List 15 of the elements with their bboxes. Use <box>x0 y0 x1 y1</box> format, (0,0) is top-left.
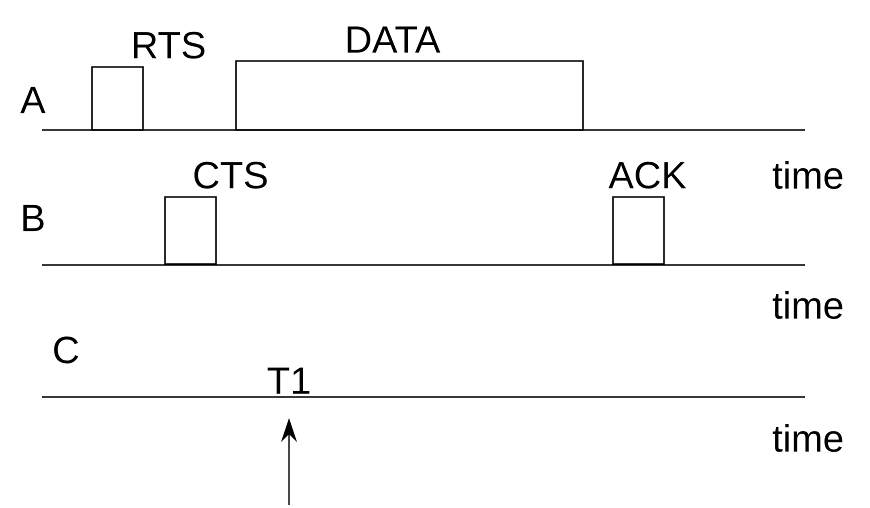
node-label: CTS <box>194 162 267 189</box>
pulse-box: DATA <box>235 26 584 131</box>
axis-label: A <box>20 86 46 114</box>
axis-label: C <box>54 336 78 364</box>
axis-label: time <box>772 424 842 452</box>
axis-label: B <box>23 204 44 232</box>
pulse-box: RTS <box>91 32 204 131</box>
axis-label: time <box>772 291 842 319</box>
axis-label: time <box>772 161 842 189</box>
node-label: DATA <box>348 26 440 53</box>
pulse-box: ACK <box>608 162 686 265</box>
node-label: ACK <box>608 162 686 189</box>
pulse-box: CTS <box>164 162 267 265</box>
node-label: RTS <box>134 32 204 59</box>
time-mark-label: T1 <box>268 368 310 394</box>
